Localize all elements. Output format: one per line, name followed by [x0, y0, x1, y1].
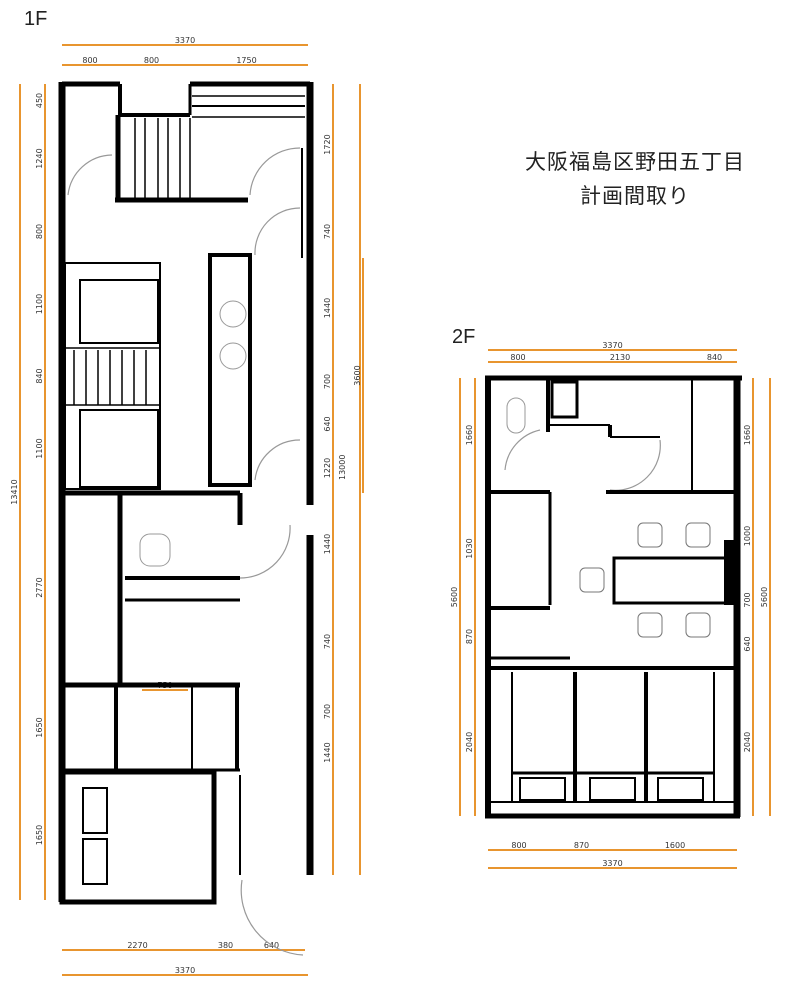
f1-bottom-label: 2270	[127, 941, 147, 950]
f2-right-label: 640	[743, 636, 752, 651]
f2-bottom-total-label: 3370	[602, 859, 622, 868]
title-line1: 大阪福島区野田五丁目	[525, 150, 745, 174]
f1-top-total-label: 3370	[175, 36, 195, 45]
f1-right-label: 1440	[323, 742, 332, 762]
f2-left-label: 870	[465, 629, 474, 644]
door-arcs	[67, 147, 661, 956]
f1-left-label: 800	[35, 224, 44, 239]
f1-bottom-label: 380	[218, 941, 233, 950]
f2-left-label: 2040	[465, 732, 474, 752]
f2-right-total-label: 5600	[760, 587, 769, 607]
f1-right-label: 640	[323, 416, 332, 431]
f1-left-label: 1100	[35, 294, 44, 314]
f2-bottom-label: 1600	[665, 841, 685, 850]
f1-right-label: 740	[323, 224, 332, 239]
f2-top-total-label: 3370	[602, 341, 622, 350]
title-line2: 計画間取り	[580, 184, 690, 208]
f1-right-label: 1440	[323, 298, 332, 318]
f2-right-label: 1000	[743, 526, 752, 546]
f1-left-total-label: 13410	[10, 479, 19, 504]
floor1-label: 1F	[24, 8, 48, 30]
f1-bottom-total-label: 3370	[175, 966, 195, 975]
f2-left-label: 1660	[465, 425, 474, 445]
f1-left-label: 2770	[35, 577, 44, 597]
f2-right-label: 1660	[743, 425, 752, 445]
f2-bottom-label: 870	[574, 841, 589, 850]
f1-right-label: 700	[323, 374, 332, 389]
f1-right-sub-label: 3600	[353, 365, 362, 385]
floor2-label: 2F	[452, 326, 476, 348]
f1-left-label: 1650	[35, 825, 44, 845]
f1-left-label: 840	[35, 368, 44, 383]
f2-top-label: 840	[707, 353, 722, 362]
f1-top-label: 800	[144, 56, 159, 65]
f1-left-label: 1240	[35, 148, 44, 168]
f1-right-label: 740	[323, 634, 332, 649]
f1-top-label: 800	[82, 56, 97, 65]
plan-title: 大阪福島区野田五丁目 計画間取り	[480, 145, 790, 213]
f1-left-label: 1650	[35, 717, 44, 737]
f2-top-label: 800	[510, 353, 525, 362]
f1-right-total-label: 13000	[338, 455, 347, 480]
f2-bottom-label: 800	[511, 841, 526, 850]
f2-right-label: 700	[743, 592, 752, 607]
f1-right-label: 700	[323, 704, 332, 719]
floor1-walls	[58, 81, 314, 905]
f2-left-label: 1030	[465, 538, 474, 558]
f1-right-label: 1440	[323, 534, 332, 554]
f1-left-label: 450	[35, 93, 44, 108]
f2-top-label: 2130	[610, 353, 630, 362]
floor2-walls	[485, 375, 742, 819]
f1-left-label: 1100	[35, 438, 44, 458]
f1-right-label: 1220	[323, 458, 332, 478]
f2-left-total-label: 5600	[450, 587, 459, 607]
f2-right-label: 2040	[743, 732, 752, 752]
f1-top-label: 1750	[236, 56, 256, 65]
f1-right-label: 1720	[323, 134, 332, 154]
